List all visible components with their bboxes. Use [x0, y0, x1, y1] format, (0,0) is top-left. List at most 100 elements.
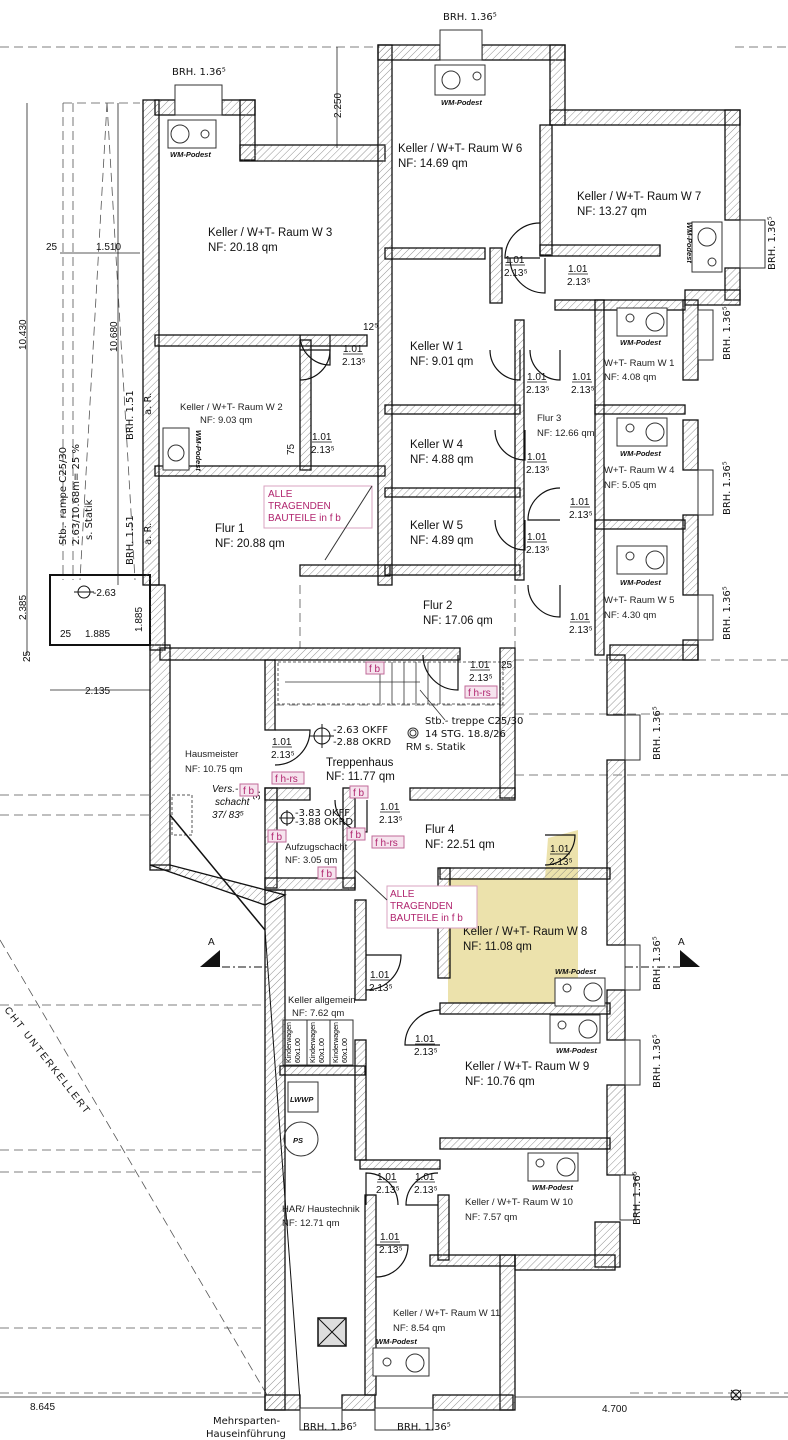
- room-name: W+T- Raum W 4: [604, 465, 674, 476]
- wm-podest: WM-Podest: [616, 307, 668, 347]
- wm-podest: WM-Podest: [554, 967, 606, 1007]
- wm-podest: WM-Podest: [372, 1337, 430, 1377]
- equipment: LWWP PS Kinderwagen 60x1.00 Kinderwagen …: [282, 1019, 354, 1347]
- room-area: NF: 12.66 qm: [537, 428, 595, 439]
- room-name: Keller W 1: [410, 341, 463, 353]
- wm-label: WM-Podest: [620, 578, 661, 587]
- room-name: Keller / W+T- Raum W 2: [180, 402, 283, 413]
- wm-podest: WM-Podest: [616, 545, 668, 587]
- wall: [377, 44, 393, 586]
- wall: [514, 319, 525, 581]
- door-width: 1.01: [527, 372, 547, 383]
- wall: [159, 647, 461, 661]
- ramp-note: Stb.- rampe C25/30 2.63/10.68m= 25 % s. …: [58, 444, 116, 599]
- room-area: NF: 14.69 qm: [398, 158, 468, 170]
- room-area: NF: 10.76 qm: [465, 1076, 535, 1088]
- room-area: NF: 10.75 qm: [185, 764, 243, 775]
- door-height: 2.13⁵: [569, 510, 593, 521]
- wall: [279, 1065, 366, 1076]
- door-swing: [405, 1172, 439, 1206]
- window: [697, 309, 714, 361]
- tag-label: f h-rs: [375, 838, 398, 849]
- window: [174, 84, 223, 116]
- door-width: 1.01: [527, 532, 547, 543]
- tag-label: f b: [350, 830, 362, 841]
- wall: [594, 519, 686, 530]
- construction-lines: [0, 46, 788, 1401]
- room-area: NF: 22.51 qm: [425, 839, 495, 851]
- dimension: 2.385: [18, 595, 29, 620]
- window-label-left: BRH. 1.51: [125, 390, 136, 440]
- door-height: 2.13⁵: [376, 1185, 400, 1196]
- room-area: NF: 11.77 qm: [326, 771, 395, 783]
- window: [374, 1407, 434, 1431]
- door-swing: [274, 729, 311, 766]
- wall: [724, 109, 741, 221]
- room-name: Flur 1: [215, 523, 244, 535]
- ar-label: a. R.: [143, 393, 154, 415]
- wm-label: WM-Podest: [170, 150, 211, 159]
- door-swing: [365, 1172, 399, 1206]
- dimension: 12⁵: [363, 322, 378, 333]
- dimension: 1.885: [134, 607, 145, 632]
- door-swing: [299, 334, 331, 366]
- room-area: NF: 8.54 qm: [393, 1323, 445, 1334]
- wm-podest: WM-Podest: [167, 119, 217, 159]
- door-height: 2.13⁵: [526, 385, 550, 396]
- door-swing: [527, 584, 561, 618]
- wall: [437, 1194, 450, 1261]
- wall: [364, 1194, 377, 1396]
- room-name: Keller / W+T- Raum W 7: [577, 191, 701, 203]
- room-area: NF: 9.01 qm: [410, 356, 473, 368]
- shaft-note: 37/ 83⁵: [212, 810, 244, 821]
- dimension: 2.135: [85, 686, 110, 697]
- wall: [149, 864, 287, 906]
- wall: [239, 144, 386, 162]
- ps-label: PS: [293, 1136, 303, 1145]
- kinderwagen-label: Kinderwagen: [310, 1022, 317, 1063]
- window: [624, 714, 641, 761]
- room-name: Flur 2: [423, 600, 452, 612]
- dimension: 4.700: [602, 1404, 627, 1415]
- wall: [439, 867, 611, 880]
- window-label: BRH. 1.36⁵: [722, 306, 733, 360]
- wall: [439, 1002, 611, 1015]
- door-height: 2.13⁵: [342, 357, 366, 368]
- wall: [154, 99, 176, 116]
- room-area: NF: 13.27 qm: [577, 206, 647, 218]
- window: [739, 219, 766, 269]
- room-name: Keller W 4: [410, 439, 464, 451]
- dimension: 10.680: [109, 321, 120, 352]
- room-name: Flur 3: [537, 413, 561, 424]
- wall: [539, 124, 553, 256]
- wm-label: WM-Podest: [532, 1183, 573, 1192]
- dimension: 25: [501, 660, 513, 671]
- room-name: Hausmeister: [185, 749, 238, 760]
- tag-label: f h-rs: [468, 688, 491, 699]
- tag-box: [239, 783, 259, 797]
- dimension: 25: [46, 242, 58, 253]
- wall: [606, 1084, 626, 1176]
- door-width: 1.01: [415, 1034, 435, 1045]
- room-area: NF: 20.88 qm: [215, 538, 285, 550]
- wm-label: WM-Podest: [194, 430, 203, 471]
- tag-label: f b: [271, 832, 283, 843]
- note-line: BAUTEILE in f b: [390, 913, 463, 924]
- door-height: 2.13⁵: [549, 857, 573, 868]
- room-name: Keller / W+T- Raum W 9: [465, 1061, 589, 1073]
- window: [619, 1174, 636, 1221]
- wm-podest: WM-Podest: [549, 1014, 601, 1055]
- window: [697, 469, 714, 516]
- wall: [549, 109, 741, 126]
- level-okff: -2.63 OKFF: [333, 725, 388, 736]
- section-markers: A A: [200, 937, 700, 968]
- load-bearing-note: ALLE TRAGENDEN BAUTEILE in f b: [354, 869, 478, 929]
- room-area: NF: 7.62 qm: [292, 1008, 344, 1019]
- room-name: Keller / W+T- Raum W 8: [463, 926, 587, 938]
- wm-podest: WM-Podest: [685, 221, 723, 273]
- room-area: NF: 4.30 qm: [604, 610, 656, 621]
- wall: [594, 404, 686, 415]
- door-swing: [299, 349, 331, 381]
- room-area: NF: 12.71 qm: [282, 1218, 340, 1229]
